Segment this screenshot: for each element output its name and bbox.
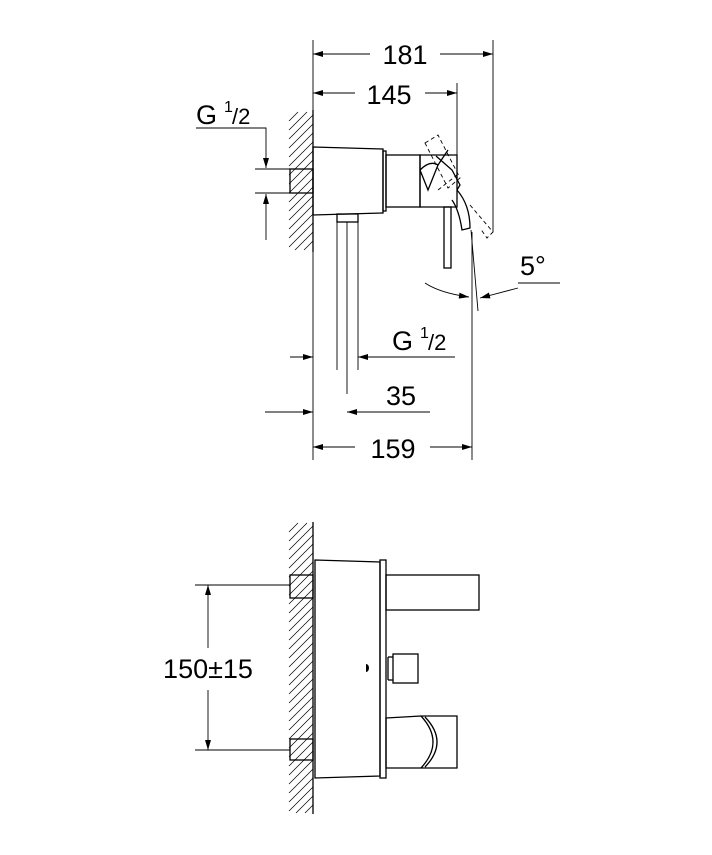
indicator-dot	[366, 664, 369, 672]
mixer-body	[314, 559, 381, 779]
lever-handle	[385, 715, 458, 769]
hatch-line	[288, 111, 299, 122]
dim-overall-label: 181	[382, 40, 427, 70]
hatch-line	[288, 213, 314, 239]
hatch-line	[288, 777, 314, 803]
front-view: 150±15	[163, 522, 480, 814]
hatch-line	[288, 177, 314, 203]
hatch-line	[288, 759, 314, 785]
body-flange	[379, 559, 387, 779]
inlet-pipe-top	[289, 574, 314, 599]
hatch-line	[288, 705, 314, 731]
hatch-line	[288, 660, 314, 686]
dim-outlet-label: 35	[386, 381, 416, 411]
hatch-line	[303, 240, 314, 251]
svg-text:/2: /2	[232, 104, 250, 129]
lever-alt-position	[424, 134, 494, 239]
hatch-line	[288, 669, 314, 695]
inlet-thread-label: G 1 /2	[196, 99, 250, 130]
hatch-line	[288, 651, 314, 677]
hatch-line	[288, 204, 314, 230]
wall-hatch	[288, 522, 314, 814]
hatch-line	[304, 804, 314, 814]
hatch-line	[288, 522, 299, 533]
hatch-line	[288, 222, 314, 248]
mixer-body	[312, 146, 384, 216]
hatch-line	[288, 525, 314, 551]
lever-handle	[443, 206, 452, 269]
outlet-thread-label: G 1 /2	[392, 325, 446, 356]
dim-body-label: 159	[370, 434, 415, 464]
svg-text:G: G	[392, 326, 413, 356]
lever-joint	[435, 149, 461, 191]
hatch-line	[288, 687, 314, 713]
hatch-line	[288, 678, 314, 704]
svg-text:1: 1	[224, 99, 233, 116]
hatch-line	[288, 186, 314, 212]
hatch-line	[288, 150, 314, 176]
hatch-line	[288, 606, 314, 632]
hatch-line	[288, 552, 314, 578]
spout-lever	[451, 189, 471, 231]
hatch-line	[288, 159, 314, 185]
hatch-line	[288, 786, 314, 812]
hatch-line	[288, 696, 314, 722]
lever-base	[419, 154, 458, 208]
hatch-line	[288, 768, 314, 794]
angle-label: 5°	[520, 251, 546, 281]
hatch-line	[288, 723, 314, 749]
hatch-line	[288, 750, 314, 776]
svg-text:G: G	[196, 100, 217, 130]
dim-centers-label: 150±15	[163, 654, 253, 684]
hatch-line	[288, 624, 314, 650]
hatch-line	[288, 522, 308, 542]
hatch-line	[288, 642, 314, 668]
hatch-line	[288, 579, 314, 605]
wall-hatch	[288, 111, 314, 251]
hatch-line	[288, 732, 314, 758]
hatch-line	[295, 795, 314, 814]
hatch-line	[288, 114, 314, 140]
hatch-line	[288, 534, 314, 560]
svg-text:/2: /2	[428, 330, 446, 355]
hatch-line	[288, 123, 314, 149]
dim-lever-label: 145	[366, 80, 411, 110]
hatch-line	[288, 141, 314, 167]
hatch-line	[288, 111, 308, 131]
svg-text:1: 1	[420, 325, 429, 342]
hatch-line	[288, 543, 314, 569]
diverter-knob	[392, 653, 419, 684]
hatch-line	[288, 168, 314, 194]
hatch-line	[288, 714, 314, 740]
side-view: 181 145 G 1 /2 5° G 1 /2 35	[196, 40, 560, 464]
hatch-line	[288, 588, 314, 614]
hatch-line	[294, 231, 314, 251]
hatch-line	[288, 615, 314, 641]
hatch-line	[288, 561, 314, 587]
hatch-line	[288, 132, 314, 158]
hatch-line	[288, 597, 314, 623]
inlet-pipe-bottom	[289, 738, 314, 761]
hatch-line	[288, 633, 314, 659]
hatch-line	[288, 195, 314, 221]
outlet-connector	[336, 213, 359, 223]
cartridge-housing	[385, 154, 421, 208]
spout	[385, 574, 480, 611]
hatch-line	[288, 741, 314, 767]
